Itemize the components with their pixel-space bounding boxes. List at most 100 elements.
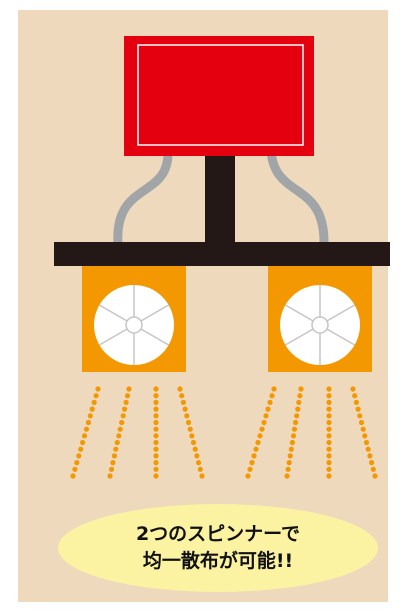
spray-dot [326,386,332,392]
spray-dot [179,393,185,399]
spray-dot [78,446,84,452]
spray-dot [153,393,159,399]
spray-dot [153,426,159,432]
spray-dot [363,439,370,446]
hopper-inner-outline [137,44,304,146]
spray-dot [192,446,198,452]
spray-dot [251,453,257,459]
left-hose [113,145,173,249]
spray-dot [293,419,299,426]
spray-dot [360,426,366,432]
disc-spoke [326,304,356,322]
spray-dot [197,466,203,472]
spray-dot [288,446,294,452]
spray-dot [72,466,78,472]
disc-spoke [140,328,170,346]
spray-dot [153,399,159,405]
spray-dot [153,406,159,412]
spray-dot [194,453,200,459]
spray-dot [184,413,190,419]
spray-dot [80,439,86,446]
spray-dot [122,406,128,412]
spray-dot [326,399,332,405]
spray-dot [185,419,192,426]
spray-dot [284,473,290,479]
spray-dot [190,439,197,446]
spray-dot [187,426,193,432]
spray-dot [196,460,202,466]
spray-dot [267,399,273,405]
spray-dot [326,473,332,479]
spray-dots-icon [245,386,378,479]
spray-dot [326,433,332,439]
spray-dot [199,473,205,479]
spray-dot [265,406,271,412]
spray-dot [261,419,267,426]
spray-dot [289,439,295,446]
spray-dot [83,426,90,432]
caption-bubble [58,504,378,592]
spray-dot [362,433,368,439]
spray-dot [357,413,363,419]
spray-dot [177,386,183,392]
frame-bar [54,242,390,266]
spray-dot [107,473,113,479]
disc-spoke [140,304,170,322]
spray-dot [295,406,301,412]
spray-dot [353,399,359,405]
spray-dot [370,466,376,472]
spray-dot [247,466,253,472]
spray-dot [70,473,76,479]
spray-dot [296,399,302,405]
spray-dot [153,433,159,439]
disc-spoke [326,328,356,346]
spray-dot [285,466,291,472]
spray-dot [263,413,269,419]
spray-dot [298,386,304,392]
spray-dot [108,466,115,472]
spray-dot [350,386,356,392]
spray-dot [367,453,373,459]
spray-dot [117,426,123,432]
spray-dot [93,393,99,399]
spray-dot [245,473,251,479]
spray-dot [87,413,93,419]
spray-dot [352,393,358,399]
spinner-disc-icon [280,285,360,365]
spray-dot [95,386,101,392]
spray-dot [326,393,332,399]
spray-dot [257,433,263,439]
hopper [124,36,314,156]
spray-dot [294,413,300,419]
disc-hub [125,316,143,334]
spray-dot [358,419,365,426]
spray-dot [120,413,126,419]
spray-dot [123,399,129,405]
spray-dot [326,439,332,446]
spray-dot [85,419,91,426]
spray-dot [290,433,297,439]
spray-dot [297,393,303,399]
spray-dot [355,406,361,412]
spray-dot [326,426,332,432]
spray-dot [153,466,159,472]
spray-dot [91,399,97,405]
spray-dot [291,426,298,432]
spray-dot [119,419,125,426]
spray-dot [286,460,292,466]
spray-dot [326,413,332,419]
spray-dots-icon [70,386,205,479]
spray-dot [89,406,95,412]
spray-dot [369,460,375,466]
disc-hub [311,316,329,334]
spray-dot [326,460,332,466]
spray-dot [153,419,159,426]
spray-dot [153,386,159,392]
spray-dot [189,433,195,439]
spray-dot [259,426,265,432]
spray-dot [271,386,277,392]
spray-dot [116,433,122,439]
spray-dot [113,446,119,452]
spray-dot [153,453,159,459]
